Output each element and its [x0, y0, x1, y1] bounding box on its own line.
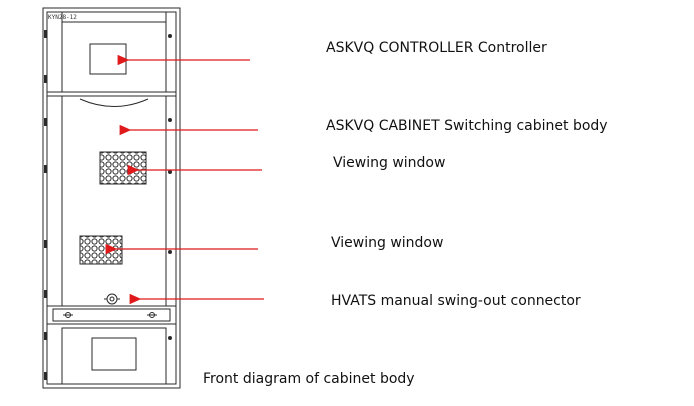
model-label: KYN28-12	[48, 14, 77, 21]
callout-arrows	[105, 54, 264, 305]
callout-label-viewing-window-lower: Viewing window	[331, 235, 444, 251]
viewing-window-upper	[99, 151, 147, 185]
callout-label-cabinet-body: ASKVQ CABINET Switching cabinet body	[326, 118, 608, 134]
viewing-window-lower	[79, 235, 123, 265]
band-fixings	[63, 312, 157, 318]
controller-window	[89, 43, 127, 75]
callout-label-swing-out-connector: HVATS manual swing-out connector	[331, 293, 581, 309]
door-badge	[79, 98, 149, 107]
bottom-door-window	[91, 337, 137, 371]
swing-out-connector	[104, 293, 120, 305]
callout-label-viewing-window-upper: Viewing window	[333, 155, 446, 171]
door-hinges	[44, 30, 172, 380]
cabinet-body	[42, 7, 181, 389]
diagram-caption: Front diagram of cabinet body	[203, 371, 415, 387]
callout-label-controller: ASKVQ CONTROLLER Controller	[326, 40, 547, 56]
